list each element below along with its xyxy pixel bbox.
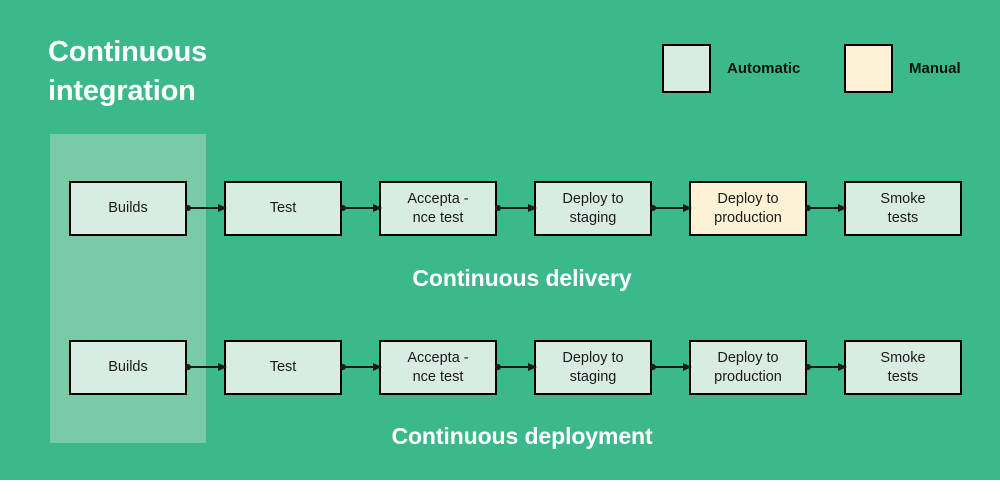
node-smoke-tests[interactable]: Smoke tests (844, 181, 962, 236)
node-deploy-to-production[interactable]: Deploy to production (689, 340, 807, 395)
node-builds[interactable]: Builds (69, 181, 187, 236)
arrow-deploy-production-to-smoke-tests (805, 363, 847, 371)
arrow-deploy-staging-to-deploy-production (650, 204, 692, 212)
node-deploy-to-production[interactable]: Deploy to production (689, 181, 807, 236)
arrow-builds-to-test (185, 363, 227, 371)
arrow-acceptance-test-to-deploy-staging (495, 363, 537, 371)
node-deploy-to-staging[interactable]: Deploy to staging (534, 340, 652, 395)
legend-label-automatic: Automatic (727, 60, 801, 77)
caption-continuous-delivery: Continuous delivery (412, 265, 632, 291)
legend-label-manual: Manual (909, 60, 961, 77)
square-swatch-icon (844, 44, 893, 93)
node-smoke-tests[interactable]: Smoke tests (844, 340, 962, 395)
arrow-test-to-acceptance-test (340, 363, 382, 371)
node-acceptance-test[interactable]: Accepta - nce test (379, 181, 497, 236)
square-swatch-icon (662, 44, 711, 93)
legend-item-automatic: Automatic (662, 44, 800, 93)
node-test[interactable]: Test (224, 340, 342, 395)
arrow-deploy-production-to-smoke-tests (805, 204, 847, 212)
legend-item-manual: Manual (844, 44, 961, 93)
caption-continuous-deployment: Continuous deployment (391, 423, 653, 449)
node-builds[interactable]: Builds (69, 340, 187, 395)
arrow-builds-to-test (185, 204, 227, 212)
node-test[interactable]: Test (224, 181, 342, 236)
node-deploy-to-staging[interactable]: Deploy to staging (534, 181, 652, 236)
arrow-test-to-acceptance-test (340, 204, 382, 212)
arrow-acceptance-test-to-deploy-staging (495, 204, 537, 212)
arrow-deploy-staging-to-deploy-production (650, 363, 692, 371)
node-acceptance-test[interactable]: Accepta - nce test (379, 340, 497, 395)
page-title: Continuous integration (48, 36, 208, 107)
